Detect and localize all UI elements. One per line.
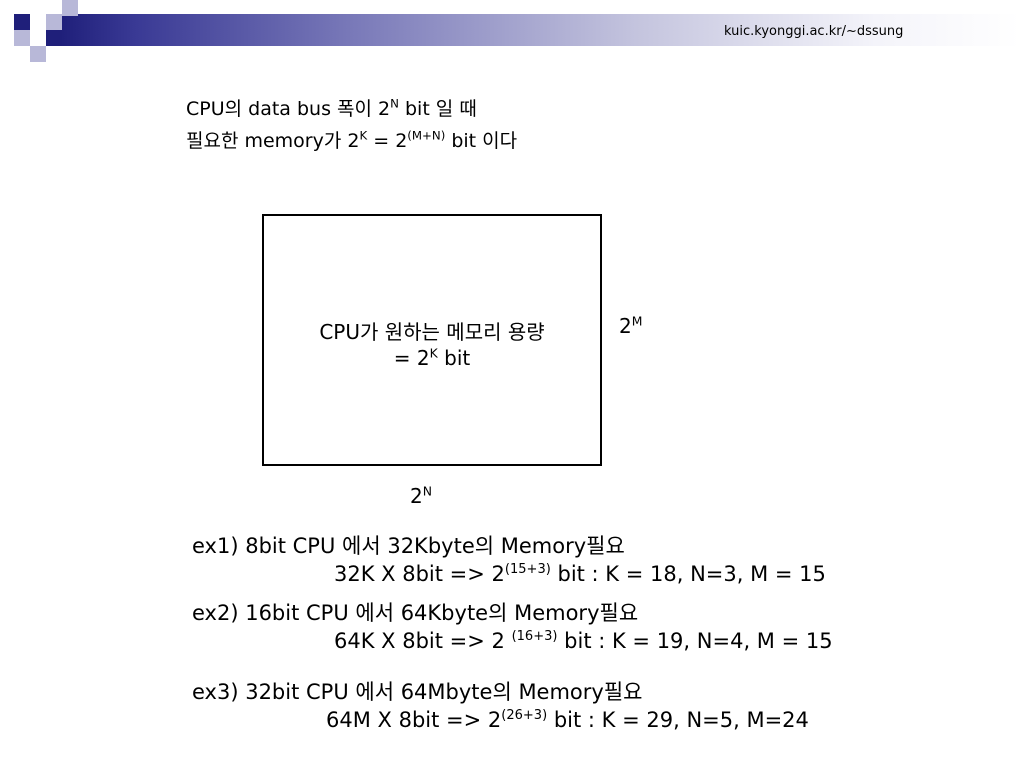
header-deco-square	[30, 46, 46, 62]
example-3-heading: ex3) 32bit CPU 에서 64Mbyte의 Memory필요	[192, 680, 643, 704]
example-2-heading: ex2) 16bit CPU 에서 64Kbyte의 Memory필요	[192, 601, 639, 625]
header-gradient-bar	[60, 14, 1020, 46]
header-deco-square	[62, 0, 78, 16]
example-2-calculation: 64K X 8bit => 2 (16+3) bit : K = 19, N=4…	[334, 629, 833, 653]
box-label-line-2: = 2K bit	[393, 345, 471, 370]
box-label-line-1: CPU가 원하는 메모리 용량	[319, 320, 545, 344]
example-3-calculation: 64M X 8bit => 2(26+3) bit : K = 29, N=5,…	[326, 708, 809, 732]
title-line-1: CPU의 data bus 폭이 2N bit 일 때	[186, 96, 477, 120]
memory-capacity-box: CPU가 원하는 메모리 용량 = 2K bit	[262, 214, 602, 466]
header-url: kuic.kyonggi.ac.kr/~dssung	[724, 24, 904, 39]
header-deco-square	[30, 14, 46, 30]
header-deco-square	[14, 30, 30, 46]
example-1-calculation: 32K X 8bit => 2(15+3) bit : K = 18, N=3,…	[334, 562, 826, 586]
title-line-2: 필요한 memory가 2K = 2(M+N) bit 이다	[186, 128, 518, 152]
height-label: 2M	[619, 313, 643, 338]
header-deco-square	[14, 14, 30, 30]
header-deco-square	[46, 30, 62, 46]
width-label: 2N	[410, 483, 433, 508]
example-1-heading: ex1) 8bit CPU 에서 32Kbyte의 Memory필요	[192, 534, 625, 558]
header-deco-square	[46, 14, 62, 30]
